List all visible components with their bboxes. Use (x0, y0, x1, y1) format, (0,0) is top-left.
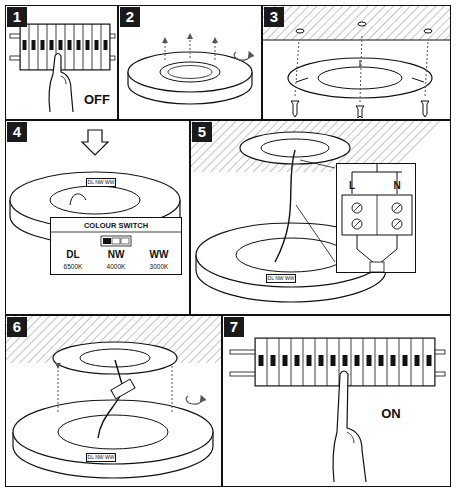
breaker-panel-on (230, 338, 445, 482)
lamp-fixing (5, 315, 222, 478)
step-number: 4 (7, 122, 27, 142)
colour-code: DL (55, 249, 91, 261)
lamp-base (128, 36, 252, 104)
step-number: 3 (264, 7, 284, 27)
box-heading: COLOUR SWITCH (51, 221, 181, 230)
step-panel: 6 DL NW WW (5, 315, 222, 487)
step-panel: 5DL NW WWLN (190, 120, 451, 315)
colour-code: NW (98, 249, 134, 261)
step-number: 7 (224, 317, 244, 337)
switch-marking: DL NW WW (86, 178, 116, 187)
step-panel: 1OFF (5, 5, 118, 120)
terminal-inset: LN (336, 163, 416, 273)
terminal-label: L (342, 180, 362, 192)
step-panel: 2 (118, 5, 262, 120)
step-panel: 3 (262, 5, 451, 120)
step-number: 2 (120, 7, 140, 27)
terminal-block (337, 164, 415, 272)
colour-code: WW (141, 249, 177, 261)
step-number: 5 (192, 122, 212, 142)
power-state: ON (371, 406, 411, 421)
step-number: 6 (7, 317, 27, 337)
breaker-panel-off (10, 24, 115, 112)
switch-marking: DL NW WW (266, 274, 296, 283)
power-state: OFF (78, 92, 116, 107)
colour-temperature: 3000K (141, 263, 177, 271)
step-number: 1 (7, 7, 27, 27)
colour-temperature: 4000K (98, 263, 134, 271)
switch-marking: DL NW WW (86, 453, 116, 462)
colour-temperature: 6500K (55, 263, 91, 271)
step-panel: 7ON (222, 315, 451, 487)
step-panel: 4 DL NW WW COLOUR SWITCH DL NW WW 6500K 4000K 30… (5, 120, 190, 315)
terminal-label: N (387, 180, 407, 192)
mounting-plate (262, 5, 451, 118)
colour-switch-box: COLOUR SWITCH DL NW WW 6500K 4000K 3000K (50, 217, 182, 275)
lamp-wiring (191, 121, 440, 302)
